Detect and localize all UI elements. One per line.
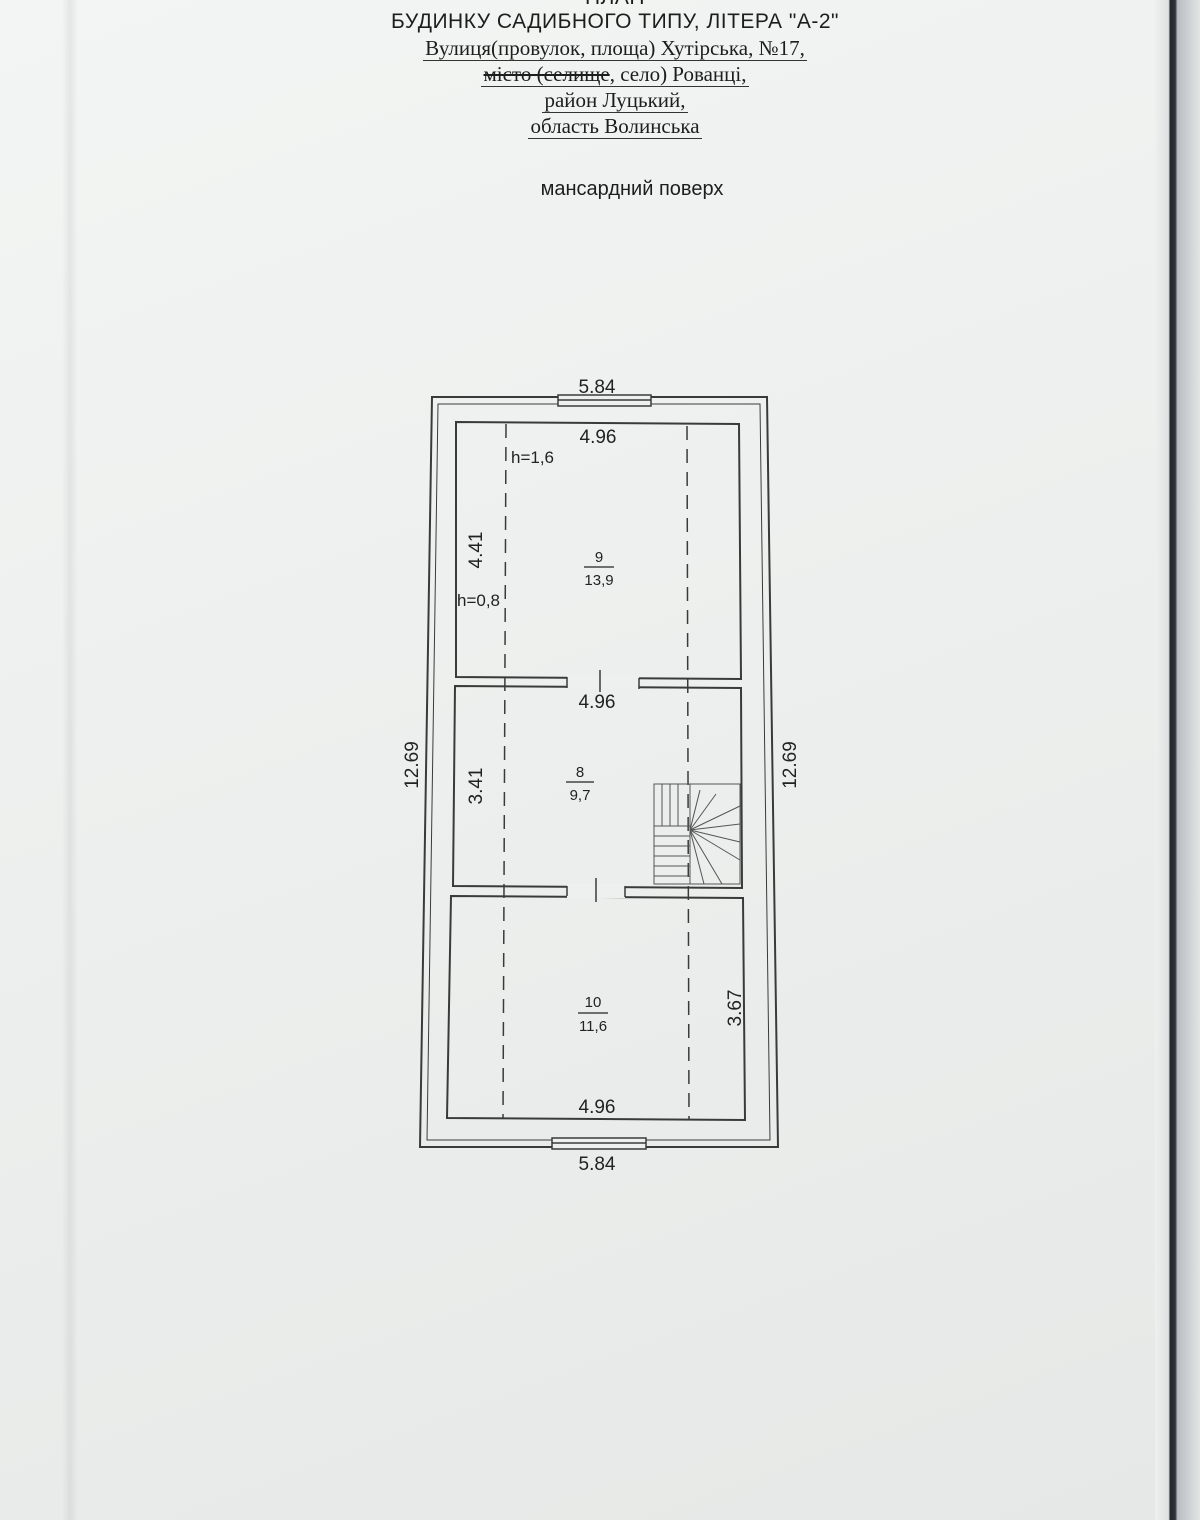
title-top: ПЛАН [0, 0, 1200, 10]
room-9-length: 4.41 [466, 532, 487, 569]
settlement-struck-text: місто (селище [483, 62, 610, 86]
room-9-h-low: h=0,8 [457, 591, 500, 610]
room-8-area: 9,7 [570, 787, 591, 804]
room-8-length: 3.41 [466, 768, 487, 805]
floor-label: мансардний поверх [540, 178, 724, 200]
room-10-number: 10 [585, 994, 602, 1011]
room-9-width: 4.96 [580, 427, 617, 448]
outer-width-top: 5.84 [579, 377, 616, 398]
outer-length-left: 12.69 [402, 741, 423, 789]
outer-wall [418, 396, 780, 1148]
region-text: область Волинська [528, 114, 702, 139]
room-8-number: 8 [576, 764, 584, 781]
room-10-outline [445, 894, 747, 1122]
room-10-length: 3.67 [725, 990, 746, 1027]
staircase [653, 783, 741, 885]
title-line: БУДИНКУ САДИБНОГО ТИПУ, ЛІТЕРА "А-2" [391, 10, 839, 33]
address-district: район Луцький, [0, 88, 1200, 113]
street-text: Вулиця(провулок, площа) Хутірська, №17, [423, 36, 807, 61]
room-8-outline [451, 684, 744, 890]
room-10-width: 4.96 [579, 1097, 616, 1118]
outer-length-right: 12.69 [780, 741, 801, 789]
address-region: область Волинська [0, 114, 1200, 139]
settlement-text: , село) Рованці, [609, 62, 747, 86]
room-8-width: 4.96 [579, 692, 616, 713]
outer-width-bottom: 5.84 [579, 1154, 616, 1175]
room-9-outline [455, 420, 743, 681]
address-street: Вулиця(провулок, площа) Хутірська, №17, [0, 36, 1200, 61]
room-9-h-high: h=1,6 [511, 448, 554, 467]
binder-edge [1155, 0, 1200, 1520]
district-text: район Луцький, [542, 88, 688, 113]
room-9-area: 13,9 [584, 572, 613, 589]
window-top [557, 394, 652, 407]
room-10-area: 11,6 [579, 1018, 607, 1035]
page-fold-shadow [62, 0, 78, 1520]
window-bottom [551, 1137, 647, 1150]
address-settlement: місто (селище, село) Рованці, [0, 62, 1200, 87]
room-9-number: 9 [595, 549, 603, 566]
roof-slope-lines [502, 423, 690, 1121]
